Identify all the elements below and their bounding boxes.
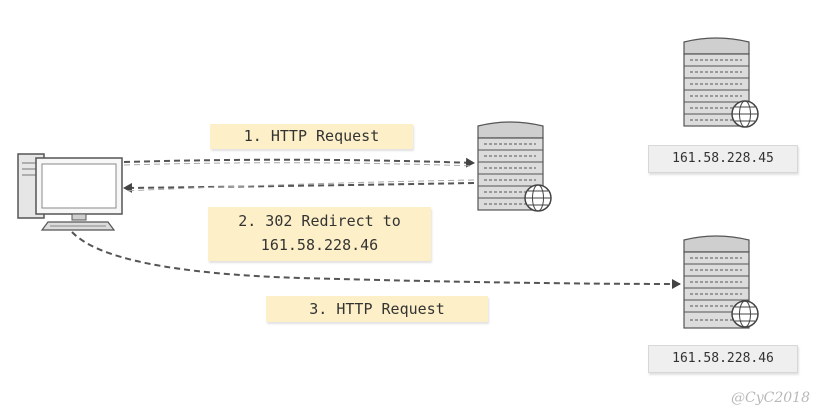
- step-1-text: 1. HTTP Request: [243, 127, 380, 145]
- server-icon-a: [683, 37, 759, 128]
- server-icon-b: [683, 235, 759, 329]
- step-3-label: 3. HTTP Request: [266, 296, 488, 322]
- step-3-text: 3. HTTP Request: [309, 300, 445, 318]
- server-b-ip-box: 161.58.228.46: [648, 345, 798, 373]
- globe-icon: [731, 100, 759, 128]
- arrow-302-redirect: [123, 182, 475, 193]
- server-a-ip: 161.58.228.45: [672, 151, 774, 166]
- arrow-http-request-1: [123, 157, 475, 168]
- step-2-text-line1: 2. 302 Redirect to: [238, 212, 401, 230]
- step-1-label: 1. HTTP Request: [210, 124, 413, 149]
- globe-icon: [731, 300, 759, 328]
- watermark: @CyC2018: [731, 390, 810, 406]
- server-a-ip-box: 161.58.228.45: [648, 145, 798, 173]
- globe-icon: [524, 184, 552, 212]
- client-computer-icon: [17, 153, 123, 231]
- server-icon-redirector: [477, 121, 552, 212]
- step-2-label: 2. 302 Redirect to 161.58.228.46: [208, 207, 431, 261]
- server-b-ip: 161.58.228.46: [672, 351, 774, 366]
- arrow-http-request-3: [71, 231, 681, 289]
- step-2-text-line2: 161.58.228.46: [260, 236, 379, 254]
